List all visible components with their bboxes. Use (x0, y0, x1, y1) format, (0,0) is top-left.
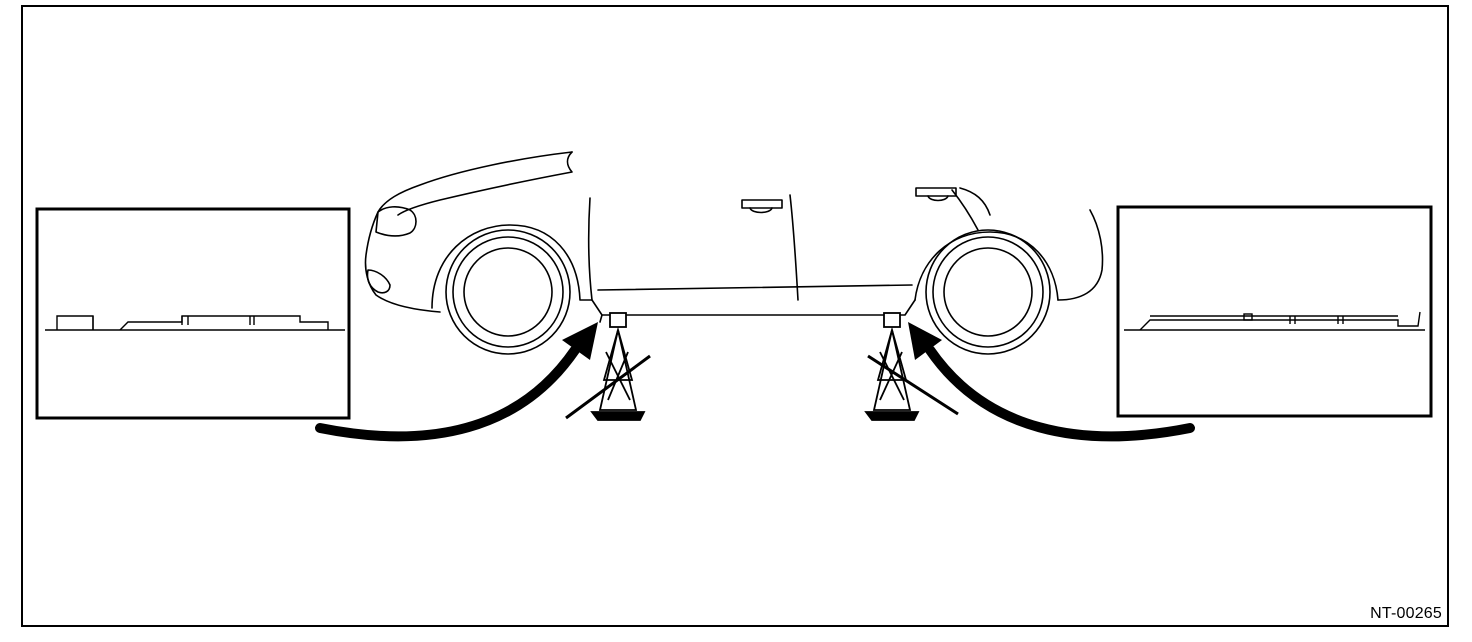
front-jack-arrow (315, 345, 580, 442)
rear-arrow-head (908, 322, 942, 360)
rear-jack-arrow (925, 345, 1195, 442)
rear-wheel (925, 229, 1051, 355)
figure-frame (21, 5, 1449, 627)
front-jack-point-detail (35, 207, 351, 420)
car-body (364, 151, 1104, 323)
front-wheel (445, 229, 571, 355)
front-arrow-head (562, 322, 598, 360)
figure-reference-code: NT-00265 (1370, 605, 1442, 622)
front-jack (565, 312, 651, 421)
rear-jack-point-detail (1116, 205, 1433, 418)
rear-jack (864, 312, 959, 421)
